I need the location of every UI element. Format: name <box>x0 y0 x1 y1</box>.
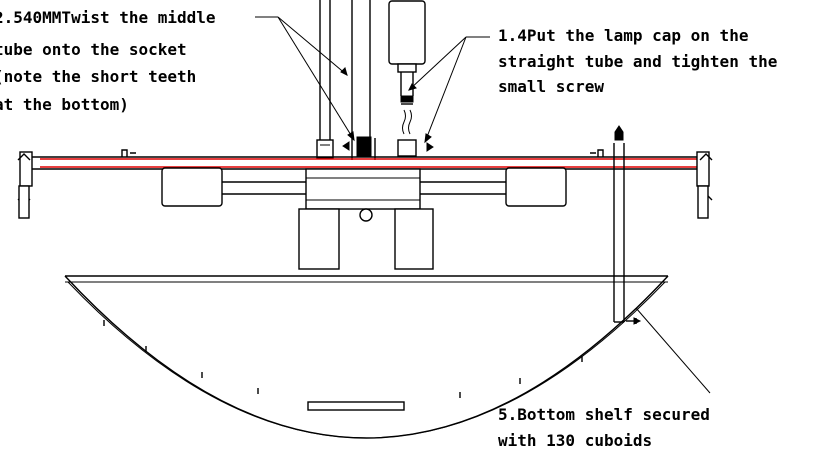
leader-lines <box>255 16 711 394</box>
right-end-bracket <box>696 151 713 219</box>
step1-annotation: 1.4Put the lamp cap on the straight tube… <box>498 26 777 96</box>
lower-cans <box>298 208 434 270</box>
left-end-bracket <box>17 151 33 219</box>
step2-line-2: tube onto the socket <box>0 40 187 59</box>
right-post <box>613 125 642 325</box>
step5-line-1: 5.Bottom shelf secured <box>498 405 710 424</box>
bar-clips <box>121 149 604 157</box>
bottom-shelf <box>64 275 669 439</box>
step2-line-4: at the bottom) <box>0 95 129 114</box>
left-socket <box>316 139 334 159</box>
step2-annotation: 2.540MMTwist the middle tube onto the so… <box>0 8 216 114</box>
left-arm <box>161 167 306 207</box>
top-bar <box>30 156 700 170</box>
step1-line-3: small screw <box>498 77 604 96</box>
step1-line-2: straight tube and tighten the <box>498 52 777 71</box>
center-tubes <box>319 0 371 146</box>
step2-line-3: (note the short teeth <box>0 67 196 86</box>
lamp-cap <box>388 0 434 157</box>
step2-line-1: 2.540MMTwist the middle <box>0 8 216 27</box>
right-arm <box>420 167 567 207</box>
step5-line-2: with 130 cuboids <box>498 431 652 450</box>
step5-annotation: 5.Bottom shelf secured with 130 cuboids <box>498 405 710 450</box>
center-hub <box>305 168 421 210</box>
step1-line-1: 1.4Put the lamp cap on the <box>498 26 748 45</box>
